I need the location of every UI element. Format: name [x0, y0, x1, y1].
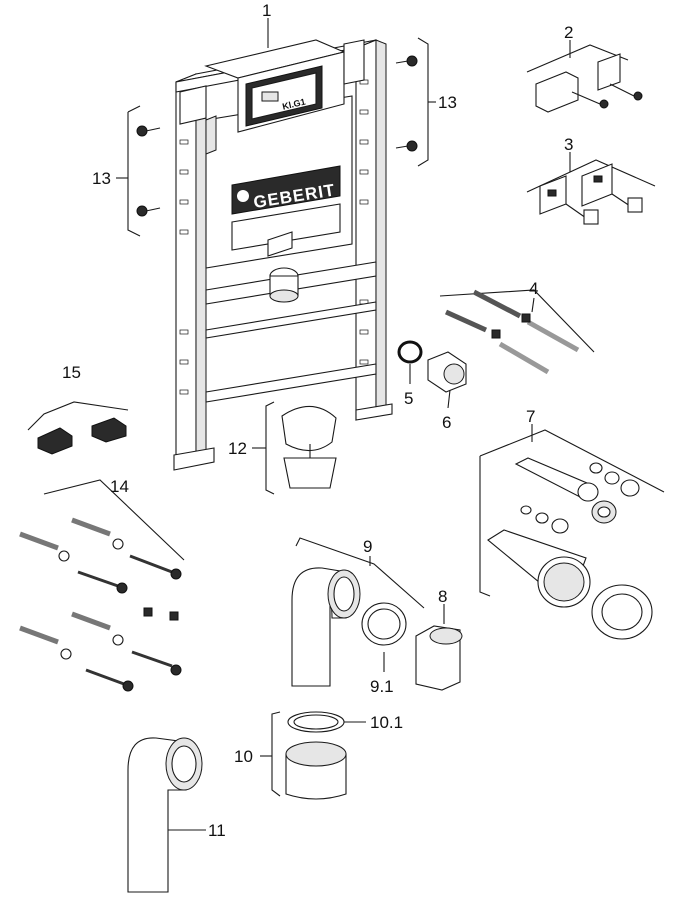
pipe-bend-set	[291, 537, 425, 687]
frame-screws-left	[127, 105, 161, 237]
callout-labels: 1 2 3 4 5 6 7 8 9 9.1 10 10.1 11 12 13 1…	[62, 1, 573, 840]
callout-11: 11	[208, 821, 226, 840]
callout-9-1: 9.1	[370, 677, 394, 696]
callout-13-right: 13	[438, 93, 457, 112]
adjustable-bracket-set	[526, 159, 656, 225]
callout-10-1: 10.1	[370, 713, 403, 732]
frame-screws-right	[395, 37, 429, 167]
wc-connection-set	[479, 429, 665, 640]
callout-1: 1	[262, 1, 271, 20]
callout-12: 12	[228, 439, 247, 458]
wall-bracket-set	[526, 44, 643, 113]
pipe-sleeve	[415, 625, 463, 691]
callout-6: 6	[442, 413, 451, 432]
retaining-clips	[27, 401, 129, 455]
drain-adapter-set	[271, 711, 347, 800]
callout-4: 4	[529, 279, 538, 298]
callout-14: 14	[110, 477, 129, 496]
fixing-screws-and-anchors	[19, 479, 185, 692]
o-ring	[397, 340, 423, 364]
installation-frame: GEBERIT Kl.G1	[173, 39, 393, 471]
callout-8: 8	[438, 587, 447, 606]
callout-9: 9	[363, 537, 372, 556]
callout-leaders	[116, 18, 571, 831]
callout-7: 7	[526, 407, 535, 426]
callout-10: 10	[234, 747, 253, 766]
pipe-clamp	[265, 401, 337, 495]
callout-3: 3	[564, 135, 573, 154]
callout-15: 15	[62, 363, 81, 382]
long-pipe-bend	[127, 737, 203, 893]
callout-13-left: 13	[92, 169, 111, 188]
threaded-rod-set	[439, 289, 595, 375]
callout-2: 2	[564, 23, 573, 42]
connector-sleeve	[427, 351, 467, 393]
callout-5: 5	[404, 389, 413, 408]
